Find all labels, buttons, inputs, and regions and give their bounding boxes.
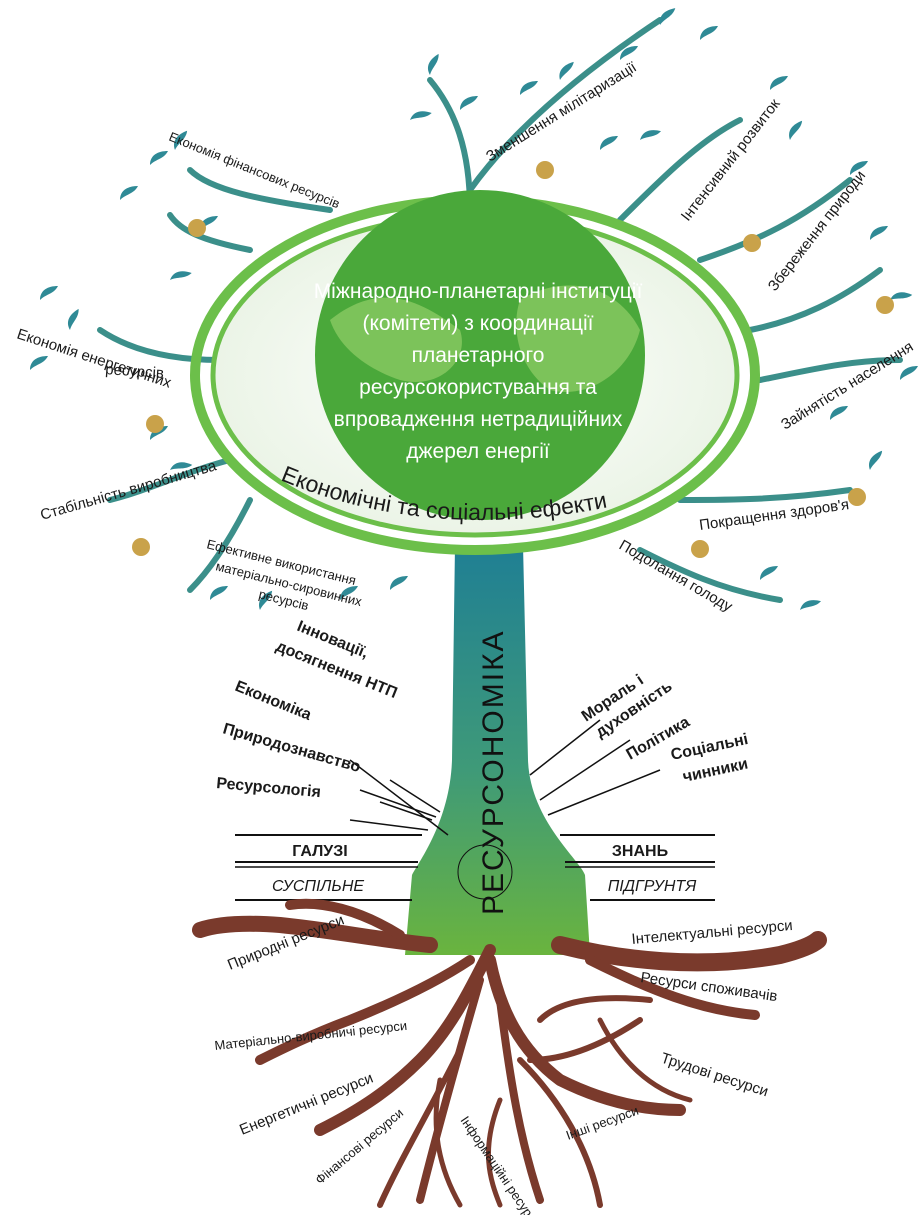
ground-labels: ГАЛУЗІ ЗНАНЬ СУСПІЛЬНЕ ПІДГРУНТЯ: [272, 843, 696, 895]
institutions-text: Міжнародно-планетарні інституції (коміте…: [314, 280, 643, 463]
root-material-production: Матеріально-виробничі ресурси: [214, 1018, 408, 1053]
knowledge-social-2: чинники: [681, 756, 749, 786]
branch-employment: Зайнятість населення: [778, 338, 916, 433]
branch-intensive-development: Інтенсивний розвиток: [678, 95, 784, 224]
institution-line-2: (комітети) з координації: [363, 312, 594, 335]
knowledge-resourceology: Ресурсологія: [216, 775, 322, 801]
branch-production-stability: Стабільність виробництва: [38, 457, 218, 524]
institution-line-5: впровадження нетрадиційних: [334, 408, 623, 431]
branch-energy-saving-2: ресурсів: [105, 361, 165, 382]
roots: [192, 898, 827, 1208]
ground-lines: [235, 834, 715, 901]
knowledge-left-labels: Інновації, досягнення НТП Економіка Прир…: [216, 618, 400, 801]
knowledge-arrows: [349, 719, 661, 836]
trunk-title-circle: [457, 844, 513, 900]
branch-hunger-overcoming: Подолання голоду: [616, 537, 736, 616]
branch-nature-preservation: Збереження природи: [765, 167, 869, 294]
root-consumer: Ресурси споживачів: [639, 969, 778, 1005]
ground-basis: ПІДГРУНТЯ: [608, 878, 697, 895]
branches-vines: [97, 17, 903, 603]
trunk-title: РЕСУРСОНОМІКА: [477, 629, 510, 915]
apples: [132, 161, 894, 558]
institution-line-3: планетарного: [412, 344, 545, 367]
knowledge-economics: Економіка: [233, 678, 314, 724]
institutions-ellipse: [190, 190, 760, 555]
institution-line-6: джерел енергії: [406, 440, 550, 463]
institution-line-4: ресурсокористування та: [359, 376, 597, 399]
knowledge-natural-science: Природознавство: [221, 721, 363, 777]
trunk: [405, 545, 590, 955]
root-other: Інші ресурси: [564, 1103, 641, 1143]
globe-icon: [315, 190, 645, 520]
knowledge-right-labels: Мораль і духовність Політика Соціальні ч…: [579, 672, 750, 786]
ground-social: СУСПІЛЬНЕ: [272, 878, 364, 895]
ground-knowledge: ЗНАНЬ: [612, 843, 668, 860]
root-intellectual: Інтелектуальні ресурси: [631, 917, 793, 948]
institution-line-1: Міжнародно-планетарні інституції: [314, 280, 643, 303]
ground-branches: ГАЛУЗІ: [292, 843, 347, 860]
